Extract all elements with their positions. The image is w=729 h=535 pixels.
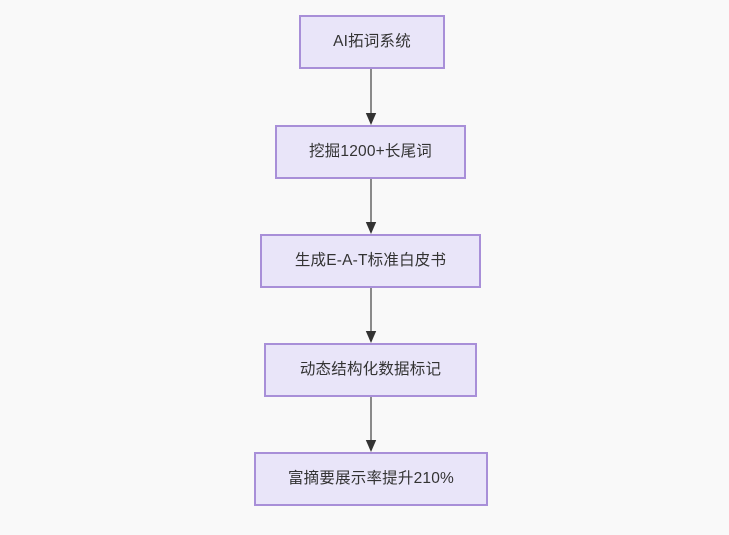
arrow-down-icon: [365, 440, 377, 452]
flowchart-edge-2: [365, 177, 377, 234]
flowchart-node-1[interactable]: AI拓词系统: [299, 15, 445, 69]
flowchart-node-4[interactable]: 动态结构化数据标记: [264, 343, 477, 397]
flowchart-node-3-label: 生成E-A-T标准白皮书: [294, 252, 447, 270]
flowchart-edge-1: [365, 67, 377, 125]
flowchart-node-1-label: AI拓词系统: [333, 33, 411, 51]
flowchart-node-5[interactable]: 富摘要展示率提升210%: [254, 452, 488, 506]
arrow-down-icon: [365, 113, 377, 125]
flowchart-node-3[interactable]: 生成E-A-T标准白皮书: [260, 234, 481, 288]
flowchart-node-2-label: 挖掘1200+长尾词: [308, 143, 433, 161]
flowchart-edge-4: [365, 395, 377, 452]
flowchart-edge-3: [365, 286, 377, 343]
arrow-down-icon: [365, 222, 377, 234]
arrow-down-icon: [365, 331, 377, 343]
flowchart-node-4-label: 动态结构化数据标记: [299, 361, 442, 379]
flowchart-node-2[interactable]: 挖掘1200+长尾词: [275, 125, 466, 179]
flowchart-node-5-label: 富摘要展示率提升210%: [287, 470, 455, 488]
